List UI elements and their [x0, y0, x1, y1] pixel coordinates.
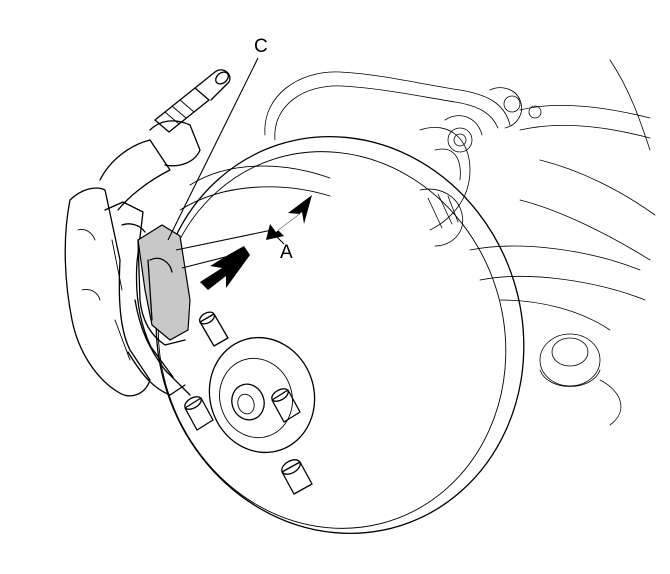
- wheel-stud: [184, 396, 214, 431]
- wheel-stud: [198, 311, 229, 347]
- wheel-stud: [281, 459, 313, 495]
- callout-a: A: [280, 242, 293, 263]
- arrow-inbound-icon: [266, 195, 312, 240]
- wheel-hub: [208, 336, 316, 454]
- callout-c: C: [167, 36, 268, 241]
- callout-c-label: C: [254, 36, 268, 57]
- arrow-outbound-icon: [200, 246, 250, 290]
- measurement-arrows: [175, 195, 312, 290]
- suspension-components: [264, 59, 656, 426]
- brake-disc: [155, 135, 525, 535]
- wheel-studs: [184, 311, 313, 495]
- wheel-stud: [271, 388, 301, 423]
- brake-caliper: [64, 69, 231, 397]
- callout-a-label: A: [280, 242, 293, 263]
- brake-pad: [137, 224, 191, 346]
